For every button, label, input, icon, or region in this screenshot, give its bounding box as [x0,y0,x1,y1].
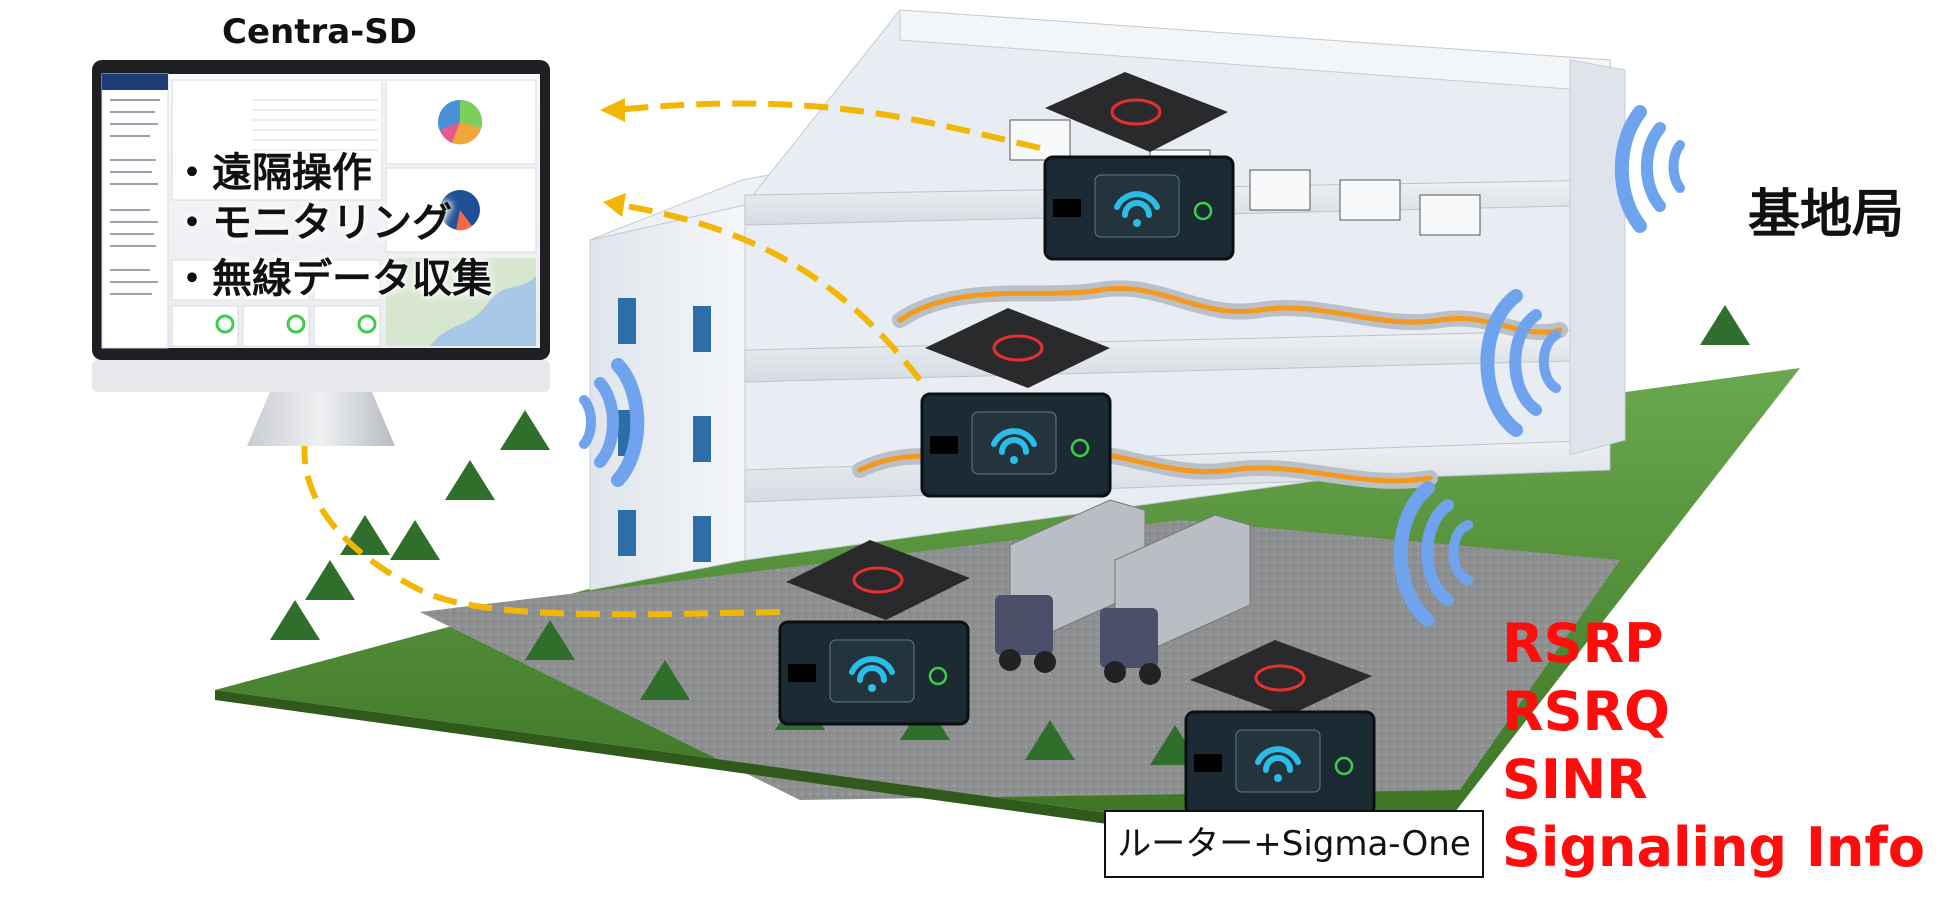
tree-icon [305,560,355,600]
tree-icon [640,660,690,700]
sigma-one-device-icon [1045,72,1228,152]
sigma-one-device-icon [925,308,1110,388]
window [693,416,711,462]
truck-wheel [1139,663,1161,685]
radio-wave-icon [1480,289,1561,437]
sigma-one-device-icon [1190,640,1372,716]
metric-rsrp: RSRP [1502,612,1664,675]
conveyor-upper-belt [897,285,1563,335]
truck-wheel [999,649,1021,671]
truck-wheel [1104,661,1126,683]
dashboard-card [171,259,239,301]
feature-remote-operation: ・遠隔操作 [172,150,372,196]
tree-icon [340,515,390,555]
window [618,298,636,344]
tree-icon [1700,305,1750,345]
radio-waves [579,105,1685,627]
tree-icon [390,520,440,560]
arrow-head [600,98,625,122]
map-water [430,276,536,346]
data-flow-arrow [301,439,781,618]
sigma-one-device-icon [786,540,970,620]
dashboard-card [313,259,381,301]
truck-cab [1100,608,1158,668]
feature-monitoring: ・モニタリング [172,200,452,246]
table-lines [252,99,378,151]
base-station-label: 基地局 [1748,185,1905,245]
dashboard-card [242,305,310,347]
data-flow-arrow [614,100,1041,151]
feature-wireless-data-collection: ・無線データ収集 [172,256,492,302]
desk [1249,169,1311,211]
desk [1419,194,1481,236]
trees [270,305,1750,765]
radio-wave-icon [1393,481,1473,627]
wifi-router-icon [1043,155,1235,261]
radio-wave-icon [579,358,645,487]
pie-slice [460,100,482,128]
pie-slice [440,122,460,143]
tree-icon [500,410,550,450]
monitor-title: Centra-SD [222,12,418,52]
device-label: ルーター+Sigma-One [1104,810,1484,878]
dashboard-card [242,259,310,301]
monitor-chin [92,360,550,392]
tree-icon [1025,720,1075,760]
desk [1009,119,1071,161]
dashboard-card [171,305,239,347]
routers [778,155,1376,816]
dashboard-card [313,305,381,347]
sidebar-lines [110,99,160,295]
wifi-router-icon [1184,710,1376,816]
wifi-router-icon [920,392,1112,498]
desk [1339,179,1401,221]
metric-sinr: SINR [1502,748,1648,811]
right-wall [1569,59,1626,456]
monitor [92,60,550,446]
tree-icon [270,600,320,640]
truck [1100,514,1251,685]
tree-icon [445,460,495,500]
wifi-router-icon [778,620,970,726]
gauge-rings [215,314,377,334]
window [693,306,711,352]
pie-slice [456,210,472,231]
sigma-one-devices [786,72,1372,716]
arrow-head [603,193,626,217]
window [618,510,636,556]
metric-signaling-info: Signaling Info [1502,816,1925,879]
tree-icon [525,620,575,660]
truck-wheel [1034,651,1056,673]
ground-edge [215,690,1165,832]
pie-slice [452,122,481,145]
radio-wave-icon [1614,105,1685,233]
data-flow-arrow [619,202,923,382]
truck-cab [995,595,1053,655]
dashboard-topbar [102,74,168,90]
metric-rsrq: RSRQ [1502,680,1670,743]
monitor-stand [247,392,395,446]
data-flow-arrows [301,100,1041,618]
window [693,516,711,562]
